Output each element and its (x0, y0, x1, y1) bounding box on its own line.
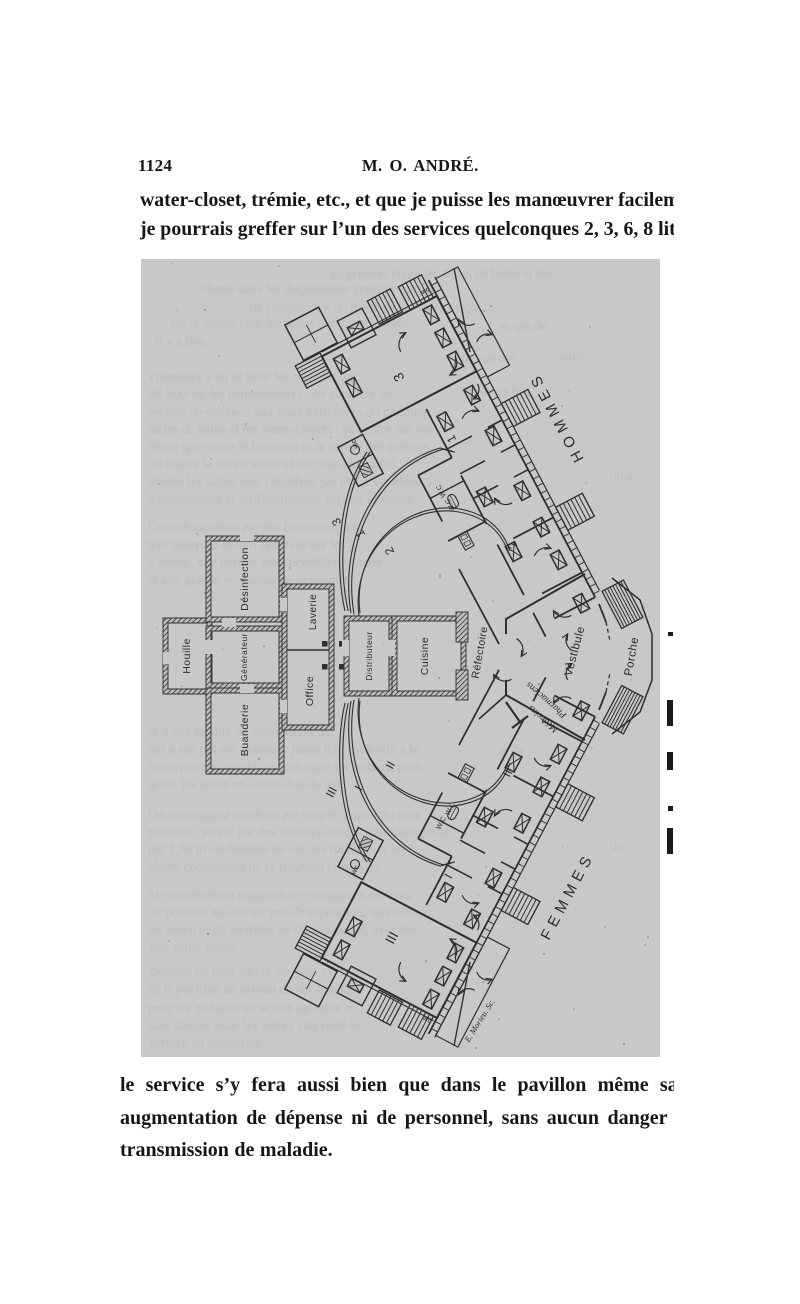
svg-text:il y a lieu: il y a lieu (155, 333, 206, 348)
svg-text:de: de (610, 838, 623, 853)
svg-text:Buanderie: Buanderie (239, 704, 251, 756)
svg-text:et une grande economie de pers: et une grande economie de personnel (148, 572, 349, 587)
svg-text:sans danger pour les autres ;: sans danger pour les autres ; du reste l… (148, 1018, 359, 1033)
svg-text:methode, servie par des niveau: methode, servie par des niveaux dont le … (148, 824, 451, 839)
svg-text:I: I (352, 783, 366, 793)
svg-text:on a: on a (610, 468, 633, 483)
svg-text:objets contamines ne se trouve: objets contamines ne se trouvent jamais … (148, 859, 379, 874)
svg-text:Si cependant on craignait les: Si cependant on craignait les contagions… (148, 887, 411, 902)
svg-text:Distributeur: Distributeur (364, 631, 374, 680)
svg-text:Houille: Houille (181, 638, 193, 674)
svg-text:l auteur, elle permet une surv: l auteur, elle permet une surveillance f… (150, 554, 382, 569)
svg-text:pour les malades un sejour agr: pour les malades un sejour agreable et (148, 1000, 354, 1015)
svg-text:Générateur: Générateur (239, 633, 249, 681)
svg-text:les services du pavillon au ni: les services du pavillon au niveau du so… (148, 922, 416, 937)
svg-text:suite: suite (560, 348, 586, 363)
svg-text:service en souterrain: service en souterrain (150, 1035, 262, 1050)
svg-text:au premier etage les salles de: au premier etage les salles de bains et … (330, 266, 551, 281)
svg-text:porte: porte (560, 788, 588, 803)
svg-text:wc: wc (421, 1015, 433, 1026)
svg-text:on pourrait ajouter un peu de: on pourrait ajouter un peu de separation… (148, 904, 426, 919)
svg-text:wc: wc (348, 863, 361, 876)
svg-text:salles de bains et les water-c: salles de bains et les water-closets ; a… (148, 421, 433, 436)
svg-text:Laverie: Laverie (308, 594, 319, 630)
svg-text:on psps ain: on psps ain (455, 350, 516, 365)
svg-text:Toutes les salles sont chauffe: Toutes les salles sont chauffees par (1)… (148, 474, 420, 489)
svg-text:geant les salles en contre-bas: geant les salles en contre-bas du sol (148, 776, 341, 791)
svg-text:une grille haute: une grille haute (150, 939, 234, 954)
svg-text:tres heureuse dont il faut fel: tres heureuse dont il faut feliciter les (148, 537, 345, 552)
svg-text:et le pavillon au niveau du so: et le pavillon au niveau du sol semble (150, 981, 354, 996)
svg-text:Office: Office (304, 676, 316, 706)
svg-text:de luxe ou les pensionnaires ;: de luxe ou les pensionnaires ; en parall… (150, 386, 392, 401)
svg-text:wc: wc (419, 286, 431, 297)
svg-text:et qui de: et qui de (500, 318, 547, 333)
svg-text:Désinfection: Désinfection (239, 547, 251, 611)
svg-text:chambres a un lit pour les mal: chambres a un lit pour les malades qui (150, 369, 358, 384)
svg-text:tibule qui coupe le batiment e: tibule qui coupe le batiment et le separ… (148, 439, 430, 454)
svg-text:liberte dans les dispositions: liberte dans les dispositions generales … (200, 281, 438, 296)
svg-text:on trouve la les escaliers et: on trouve la les escaliers et les tisane… (148, 456, 396, 471)
svg-text:Cuisine: Cuisine (419, 637, 431, 676)
svg-text:wc: wc (349, 438, 362, 451)
svg-text:service de celles-ci aux deux: service de celles-ci aux deux extremites… (148, 404, 449, 419)
svg-text:par 1,50 m au-dessous du sol,: par 1,50 m au-dessous du sol, les malade… (148, 841, 406, 856)
svg-text:I: I (442, 871, 456, 881)
svg-text:On remarquera combien est simp: On remarquera combien est simple, 2 ou 4… (148, 807, 420, 822)
svg-text:dessous on peut suivre un autr: dessous on peut suivre un autre chemin (150, 963, 362, 978)
svg-text:Cette disposition est une inno: Cette disposition est une innovation des (148, 519, 363, 534)
